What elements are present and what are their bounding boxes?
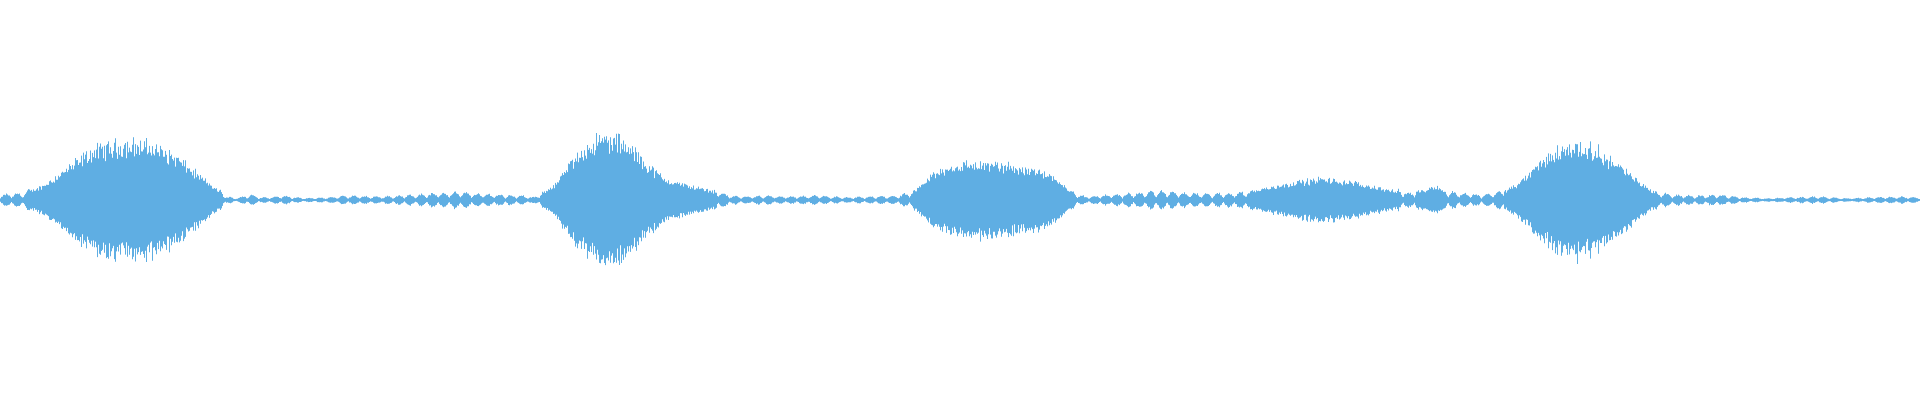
waveform-bars <box>0 133 1920 266</box>
